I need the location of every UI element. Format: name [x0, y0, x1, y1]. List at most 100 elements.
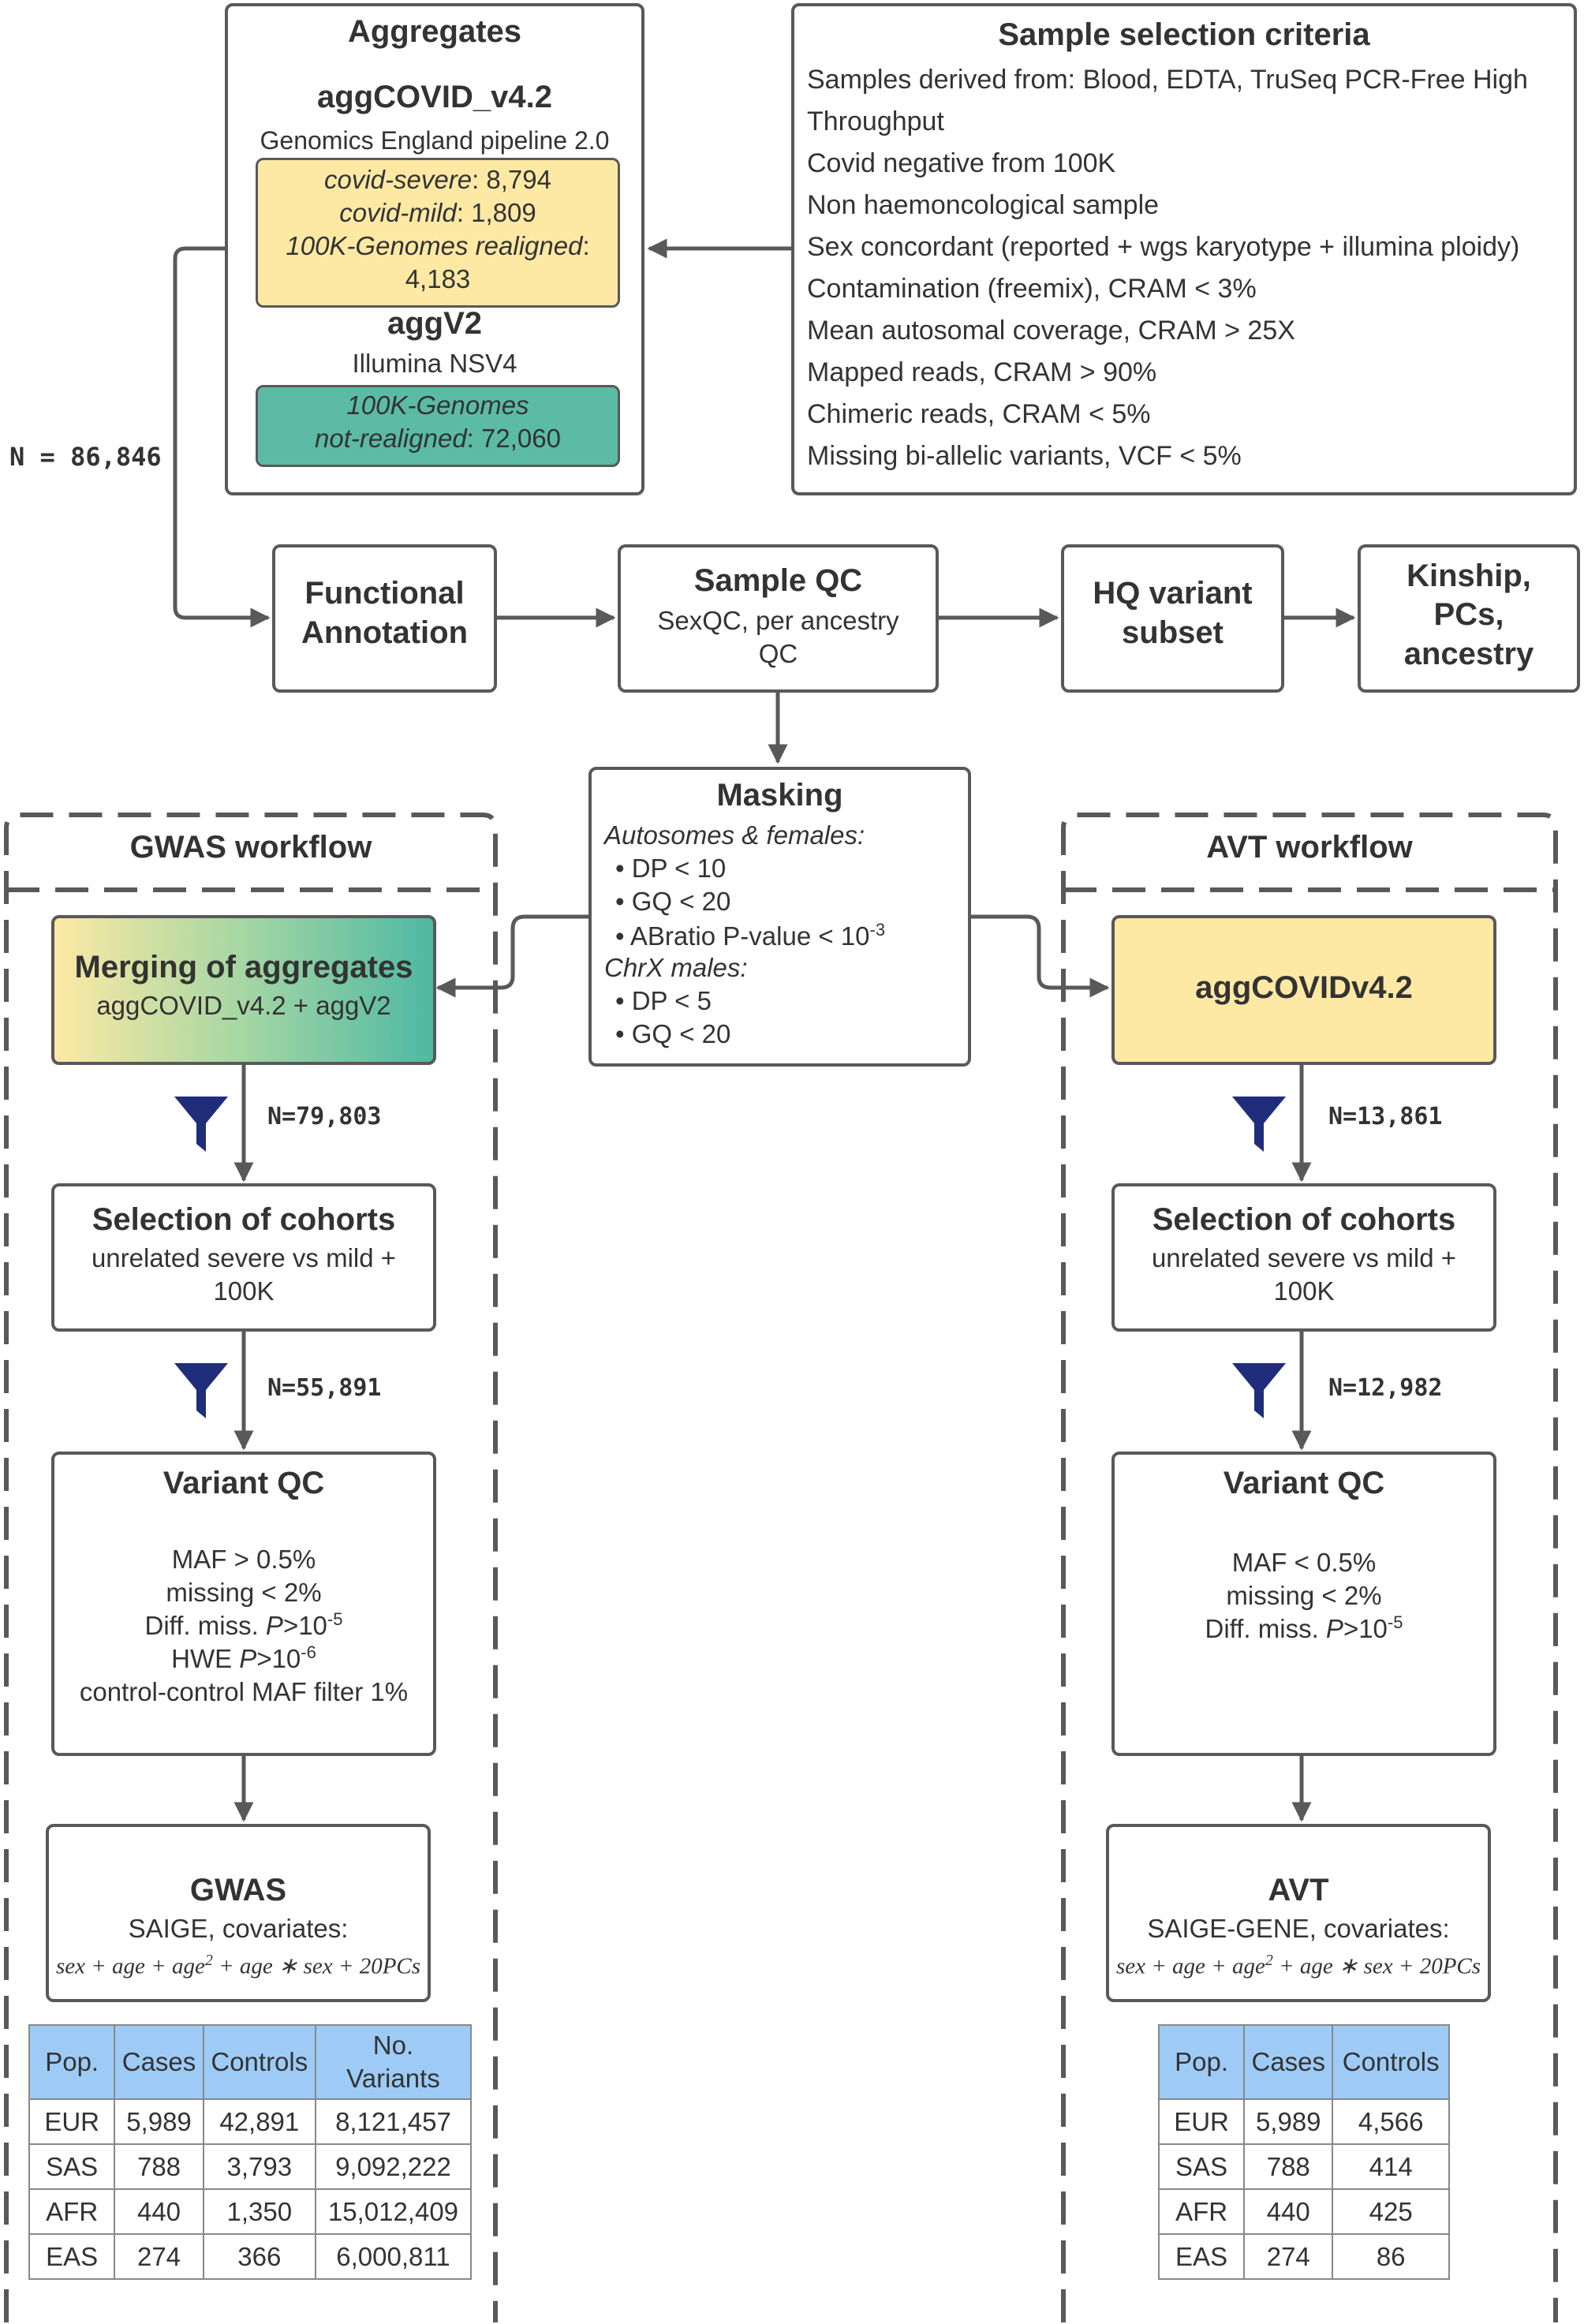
not-realigned-value: : 72,060 — [466, 424, 561, 453]
aggv2-name: aggV2 — [387, 306, 483, 341]
gwas-vqc-diff-prefix: Diff. miss. — [144, 1611, 266, 1640]
n-total-label: N = 86,846 — [9, 442, 162, 472]
gwas-cohort-title: Selection of cohorts — [92, 1202, 396, 1237]
gwas-frame — [4, 813, 498, 2322]
funnel-icon — [1232, 1363, 1286, 1418]
avt-cohort-box: Selection of cohorts unrelated severe vs… — [1111, 1183, 1496, 1332]
gwas-vqc-hwe-prefix: HWE — [171, 1644, 240, 1673]
avt-formula: sex + age + age2 + age ∗ sex + 20PCs — [1115, 1952, 1481, 1979]
masking-auto-item: • GQ < 20 — [615, 887, 731, 916]
gwas-vqc-diff-exp: -5 — [327, 1609, 343, 1629]
agg-covid-counts-box: covid-severe: 8,794 covid-mild: 1,809 10… — [256, 158, 620, 308]
gwas-cohort-box: Selection of cohorts unrelated severe vs… — [51, 1183, 436, 1332]
masking-chrx-item: • DP < 5 — [615, 986, 712, 1015]
masking-chrx-item: • GQ < 20 — [615, 1019, 731, 1048]
table-header-row: Pop. Cases Controls No.Variants — [28, 2024, 473, 2100]
funnel-icon — [174, 1363, 228, 1418]
gwas-analysis-box: GWAS SAIGE, covariates: sex + age + age2… — [46, 1824, 431, 2002]
masking-title: Masking — [716, 778, 843, 813]
masking-chrx-header: ChrX males: — [604, 953, 748, 982]
table-header-controls: Controls — [1332, 2024, 1450, 2100]
avt-vqc-diff-exp: -5 — [1387, 1612, 1403, 1632]
realigned-value: 4,183 — [405, 264, 471, 293]
gwas-vqc-hwe-rest: >10 — [256, 1644, 301, 1673]
aggregates-box: Aggregates aggCOVID_v4.2 Genomics Englan… — [225, 3, 644, 495]
avt-vqc-diff-prefix: Diff. miss. — [1205, 1614, 1326, 1643]
table-header-pop: Pop. — [1157, 2024, 1246, 2100]
agg-covid-name: aggCOVID_v4.2 — [317, 80, 552, 114]
hq-line2: subset — [1122, 615, 1223, 650]
criteria-item: Non haemoncological sample — [807, 190, 1160, 220]
sample-qc-box: Sample QC SexQC, per ancestry QC — [618, 544, 939, 693]
gwas-workflow-header: GWAS workflow — [129, 830, 372, 865]
criteria-item: Covid negative from 100K — [807, 148, 1116, 178]
avt-analysis-subtitle: SAIGE-GENE, covariates: — [1147, 1914, 1450, 1943]
gwas-analysis-title: GWAS — [189, 1873, 287, 1907]
sample-qc-title: Sample QC — [693, 563, 863, 598]
gwas-vqc-cc: control-control MAF filter 1% — [79, 1677, 409, 1706]
masking-autosomes-header: Autosomes & females: — [604, 820, 865, 850]
avt-n1: N=13,861 — [1328, 1103, 1443, 1130]
kinship-line2: PCs, — [1433, 597, 1504, 632]
gwas-formula: sex + age + age2 + age ∗ sex + 20PCs — [55, 1952, 421, 1979]
gwas-vqc-hwe-p: P — [239, 1644, 257, 1673]
funnel-icon — [174, 1097, 228, 1152]
criteria-item: Mapped reads, CRAM > 90% — [807, 357, 1157, 387]
agg-covid-pipeline: Genomics England pipeline 2.0 — [260, 126, 610, 155]
table-header-controls: Controls — [202, 2024, 316, 2100]
sample-qc-line1: SexQC, per ancestry — [657, 606, 899, 635]
avt-aggregate-box: aggCOVIDv4.2 — [1111, 915, 1496, 1065]
gwas-cohort-line2: 100K — [213, 1276, 275, 1306]
funnel-icon — [1232, 1097, 1286, 1152]
masking-auto-item: • DP < 10 — [615, 854, 727, 883]
avt-cohort-title: Selection of cohorts — [1152, 1202, 1456, 1237]
covid-mild-value: : 1,809 — [456, 198, 536, 227]
avt-vqc-diff-rest: >10 — [1343, 1614, 1388, 1643]
table-header-variants: No.Variants — [314, 2024, 473, 2100]
criteria-title: Sample selection criteria — [998, 17, 1370, 52]
merging-title: Merging of aggregates — [74, 950, 413, 985]
gwas-n1: N=79,803 — [267, 1103, 382, 1130]
avt-aggregate-title: aggCOVIDv4.2 — [1195, 970, 1413, 1005]
avt-vqc-diff-p: P — [1325, 1614, 1343, 1643]
gwas-analysis-subtitle: SAIGE, covariates: — [128, 1914, 349, 1943]
gwas-vqc-hwe-exp: -6 — [301, 1642, 316, 1662]
gwas-n2: N=55,891 — [267, 1374, 382, 1402]
gwas-vqc-diff-p: P — [265, 1611, 283, 1640]
kinship-line1: Kinship, — [1407, 559, 1531, 593]
avt-frame — [1061, 813, 1558, 2322]
avt-cohort-line1: unrelated severe vs mild + — [1151, 1243, 1457, 1272]
aggv2-pipeline: Illumina NSV4 — [352, 349, 517, 378]
covid-severe-value: : 8,794 — [472, 165, 551, 194]
sample-qc-line2: QC — [758, 639, 798, 668]
aggregates-title: Aggregates — [347, 14, 522, 49]
avt-vqc-maf: MAF < 0.5% — [1231, 1548, 1377, 1577]
criteria-item: Mean autosomal coverage, CRAM > 25X — [807, 316, 1295, 346]
criteria-item: Missing bi-allelic variants, VCF < 5% — [807, 441, 1242, 471]
merging-aggregates-box: Merging of aggregates aggCOVID_v4.2 + ag… — [51, 915, 436, 1065]
criteria-box: Sample selection criteria — [791, 3, 1577, 495]
criteria-item: Contamination (freemix), CRAM < 3% — [807, 274, 1257, 304]
table-header-pop: Pop. — [28, 2024, 116, 2100]
table-header-cases: Cases — [1243, 2024, 1334, 2100]
gwas-vqc-missing: missing < 2% — [166, 1578, 322, 1607]
gwas-vqc-title: Variant QC — [163, 1466, 325, 1500]
arrow-masking-to-merge — [435, 914, 588, 998]
covid-mild-label: covid-mild — [339, 198, 457, 227]
avt-n2: N=12,982 — [1328, 1374, 1443, 1402]
avt-workflow-header: AVT workflow — [1206, 830, 1413, 865]
avt-vqc-missing: missing < 2% — [1226, 1581, 1382, 1610]
merging-subtitle: aggCOVID_v4.2 + aggV2 — [96, 991, 391, 1020]
gwas-vqc-maf: MAF > 0.5% — [171, 1545, 316, 1574]
gwas-vqc-diff-rest: >10 — [282, 1611, 327, 1640]
table-header-cases: Cases — [114, 2024, 204, 2100]
